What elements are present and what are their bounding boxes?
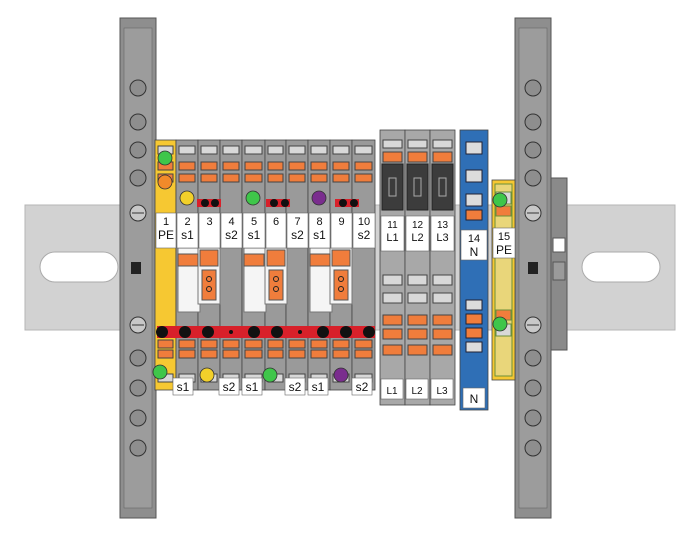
rail-slot-right [581,251,661,283]
end-clamp-left [119,17,157,519]
terminal-designation-10: s2 [358,228,371,242]
bottom-tag-10 [351,377,373,396]
terminal-block-13 [429,129,456,406]
bottom-tag-7 [284,377,306,396]
terminal-designation-1: PE [158,228,174,242]
indicator-led-5 [311,190,327,206]
terminal-designation-8: s1 [313,228,326,242]
bottom-designation-14: N [470,392,479,406]
cross-bridges [156,199,375,338]
bottom-tag-11 [380,378,404,400]
bottom-designation-11: L1 [386,386,398,397]
terminal-block-7 [285,139,309,391]
label-card-11 [380,215,405,252]
terminal-designation-15: PE [496,243,512,257]
terminal-number-15: 15 [498,231,510,243]
label-card-8 [308,212,331,249]
indicator-led-8 [199,367,215,383]
indicator-led-11 [492,316,508,332]
l-pusher [406,163,429,211]
terminal-designation-11: L1 [386,232,398,244]
bottom-designation-5: s1 [246,380,259,394]
label-card-2 [176,212,199,249]
bottom-tag-14 [462,387,486,409]
bottom-designation-4: s2 [223,380,236,394]
label-card-5 [242,212,266,249]
terminal-blocks [152,129,516,411]
bottom-tag-5 [241,377,263,396]
l-pusher [381,163,404,211]
end-clamp-right [514,17,568,519]
bottom-tag-12 [405,378,429,400]
terminal-number-7: 7 [294,216,300,228]
label-card-10 [352,212,376,249]
bottom-tag-13 [430,378,454,400]
bottom-designation-10: s2 [356,380,369,394]
bottom-designation-8: s1 [312,380,325,394]
terminal-designation-14: N [470,245,479,259]
bottom-designation-12: L2 [411,386,423,397]
bottom-designation-2: s1 [177,380,190,394]
terminal-number-9: 9 [338,216,344,228]
terminal-designation-13: L3 [436,232,448,244]
terminal-number-8: 8 [316,216,322,228]
terminal-block-12 [404,129,431,406]
terminal-number-3: 3 [206,216,212,228]
terminal-designation-12: L2 [411,232,423,244]
l-pusher [431,163,454,211]
label-card-12 [405,215,430,252]
terminal-number-2: 2 [184,216,190,228]
bottom-designation-13: L3 [436,386,448,397]
indicator-led-1 [157,150,173,166]
terminal-designation-5: s1 [248,228,261,242]
terminal-number-13: 13 [437,220,449,231]
indicator-led-3 [179,190,195,206]
label-card-15 [492,227,516,259]
label-card-7 [286,212,309,249]
terminal-number-1: 1 [163,216,169,228]
terminal-block-14 [459,129,489,411]
indicator-led-4 [245,190,261,206]
indicator-led-2 [157,174,173,190]
label-card-4 [220,212,243,249]
indicator-led-10 [333,367,349,383]
terminal-number-14: 14 [468,233,480,245]
bottom-tag-2 [172,377,194,396]
relay-module-3 [309,247,353,313]
indicator-led-9 [262,367,278,383]
terminal-block-15 [491,179,516,381]
bottom-tag-4 [218,377,240,396]
label-card-14 [460,229,488,261]
relay-module-2 [243,247,288,313]
terminal-number-6: 6 [273,216,279,228]
rail-slot-left [39,251,119,283]
bottom-designation-7: s2 [289,380,302,394]
terminal-number-11: 11 [387,220,398,231]
terminal-designation-7: s2 [291,228,304,242]
terminal-number-4: 4 [228,216,234,228]
terminal-number-5: 5 [251,216,257,228]
label-card-3 [198,212,221,249]
label-card-13 [430,215,455,252]
label-card-9 [330,212,353,249]
indicator-led-7 [152,364,168,380]
terminal-designation-4: s2 [225,228,238,242]
terminal-block-11 [379,129,406,406]
bottom-tag-8 [307,377,329,396]
label-card-6 [265,212,287,249]
terminal-designation-2: s1 [181,228,194,242]
terminal-block-10 [351,139,376,391]
relay-module-1 [177,247,221,313]
terminal-number-10: 10 [358,216,370,228]
label-card-1 [155,212,177,249]
terminal-number-12: 12 [412,220,424,231]
indicator-led-6 [492,192,508,208]
terminal-block-4 [219,139,243,391]
